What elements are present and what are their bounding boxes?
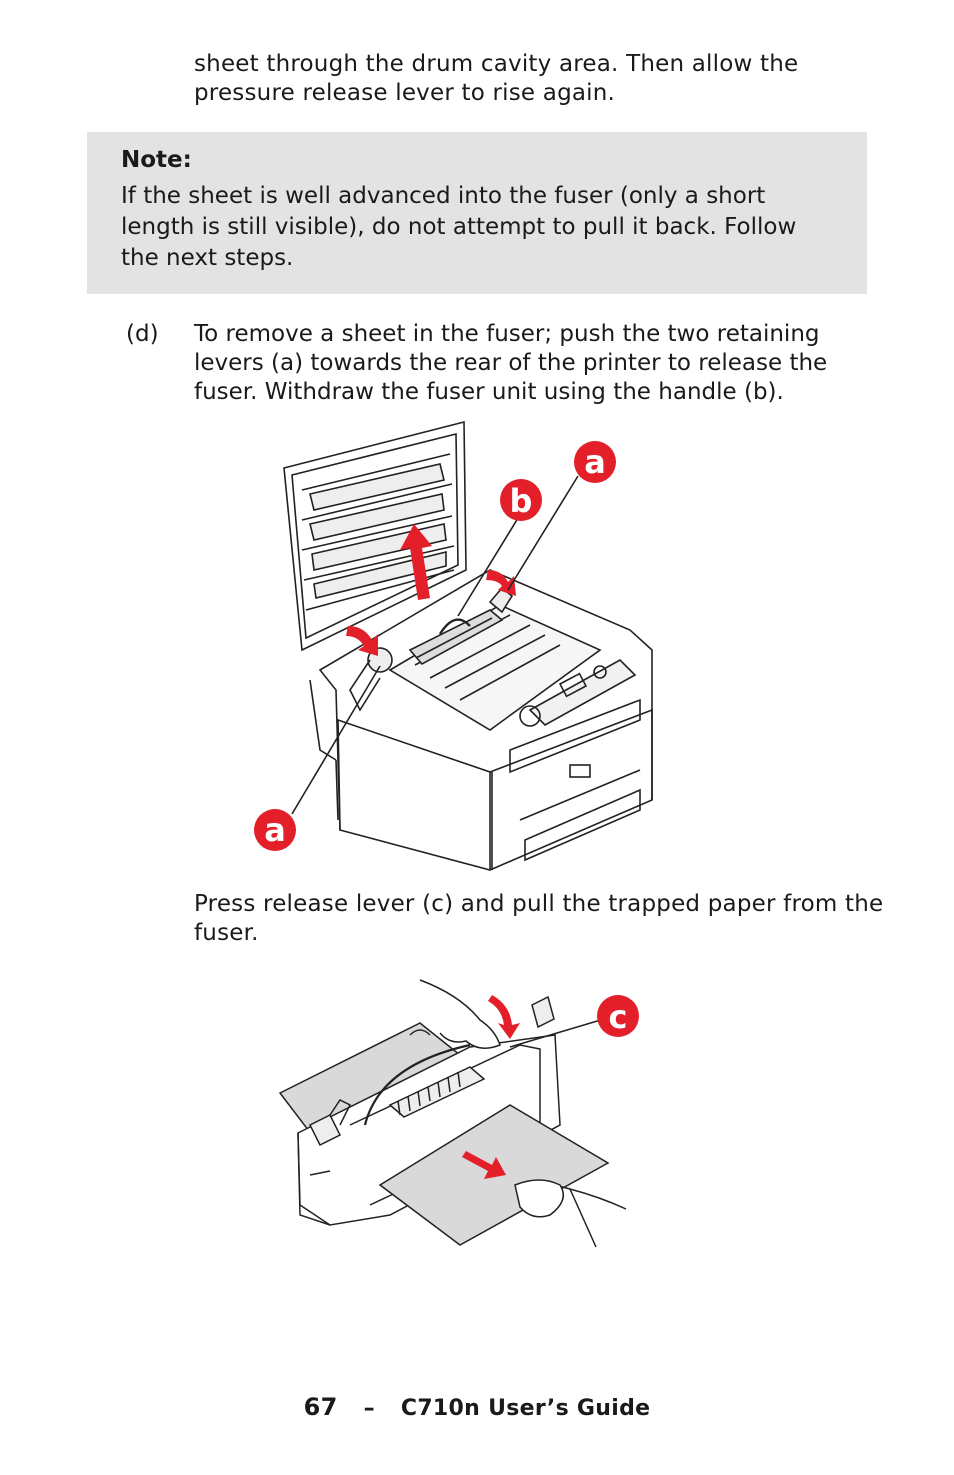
intro-line-1: sheet through the drum cavity area. Then… (194, 51, 799, 77)
callout-a-top-letter: a (584, 443, 606, 481)
callout-c-letter: c (609, 998, 628, 1036)
callout-a-top (574, 441, 616, 483)
callout-b-letter: b (510, 482, 533, 520)
step-label: (d) (126, 321, 159, 347)
intro-paragraph: sheet through the drum cavity area. Then… (194, 50, 894, 108)
callout-b (500, 479, 542, 521)
footer-separator: – (363, 1396, 375, 1421)
note-title: Note: (121, 147, 192, 173)
callout-c (597, 995, 639, 1037)
note-box: Note: If the sheet is well advanced into… (87, 132, 867, 294)
middle-paragraph: Press release lever (c) and pull the tra… (194, 890, 914, 948)
fuser-paper-illustration: c (278, 979, 639, 1248)
callout-a-bottom-letter: a (264, 811, 286, 849)
intro-line-2: pressure release lever to rise again. (194, 80, 616, 106)
page-number: 67 (303, 1393, 338, 1421)
printer-fuser-illustration: b a a (254, 420, 653, 871)
page-footer: 67 – C710n User’s Guide (0, 1393, 954, 1421)
step-text: To remove a sheet in the fuser; push the… (194, 321, 828, 405)
note-text: If the sheet is well advanced into the f… (121, 183, 797, 271)
middle-line-1: Press release lever (c) and pull the tra… (194, 891, 884, 917)
callout-a-bottom (254, 809, 296, 851)
footer-title: C710n User’s Guide (400, 1396, 651, 1421)
middle-line-2: fuser. (194, 920, 259, 946)
